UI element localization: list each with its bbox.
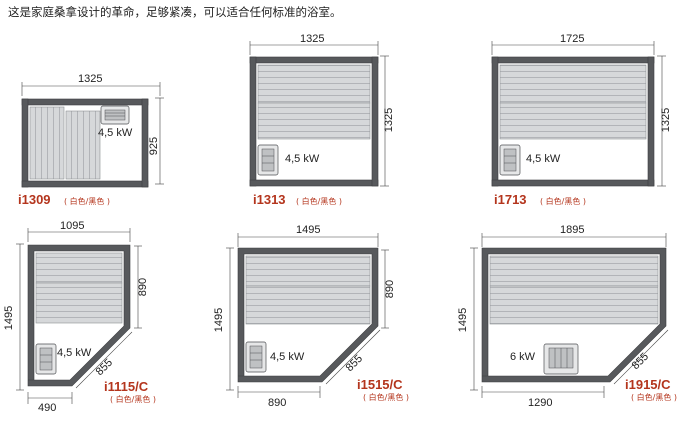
heater-icon (245, 341, 267, 373)
dim-right-i1115c: 890 (134, 245, 149, 329)
bench (65, 110, 101, 180)
depth-label-i1515c: 1495 (213, 308, 225, 332)
dim-width-i1915c: 1895 (481, 224, 667, 247)
depth-label-i1115c: 1495 (3, 306, 15, 330)
plan-i1115c: 1095 1495 890 490 855 (3, 220, 156, 414)
power-label-i1309: 4,5 kW (98, 127, 133, 139)
wall (21, 180, 149, 188)
dim-width-i1713: 1725 (491, 33, 655, 55)
dim-depth-i1313: 1325 (380, 55, 395, 187)
wall (249, 56, 257, 187)
width-label-i1713: 1725 (560, 33, 584, 45)
wall (491, 56, 655, 64)
bench (489, 285, 659, 325)
color-note-i1713: ( 白色/黑色 ) (540, 196, 586, 206)
dim-depth-i1309: 925 (148, 97, 164, 185)
bench (35, 252, 123, 284)
width-label-i1309: 1325 (78, 73, 102, 85)
dim-depth-i1515c: 1495 (213, 247, 234, 391)
bench (257, 64, 371, 104)
wall (647, 56, 655, 187)
wall (249, 56, 379, 64)
model-name-i1713: i1713 (494, 192, 527, 207)
plan-i1309: 1325 925 4,5 kW i1309 ( 白色/黑色 ) (18, 73, 164, 207)
color-note-i1115c: ( 白色/黑色 ) (110, 394, 156, 404)
power-label-i1515c: 4,5 kW (270, 351, 305, 363)
bench (29, 106, 65, 180)
plan-i1713: 1725 1325 4,5 kW i1713 ( 白色/黑色 ) (491, 33, 672, 207)
width-label-i1915c: 1895 (560, 224, 584, 236)
dim-bottom-i1915c: 1290 (481, 386, 605, 409)
power-label-i1915c: 6 kW (510, 351, 536, 363)
plan-i1313: 1325 1325 4,5 kW i1313 ( 白色/黑色 ) (249, 33, 395, 207)
dim-right-i1515c: 890 (381, 249, 396, 329)
bench (245, 255, 371, 287)
color-note-i1915c: ( 白色/黑色 ) (631, 392, 677, 402)
bench (499, 64, 647, 104)
heater-icon (543, 343, 579, 375)
right-label-i1515c: 890 (384, 280, 396, 298)
dim-width-i1515c: 1495 (237, 224, 379, 247)
dim-depth-i1915c: 1495 (457, 247, 478, 391)
color-note-i1313: ( 白色/黑色 ) (296, 196, 342, 206)
dim-bottom-i1115c: 490 (27, 392, 73, 414)
wall (237, 247, 379, 383)
color-note-i1309: ( 白色/黑色 ) (64, 196, 110, 206)
plan-i1515c: 1495 1495 890 890 855 (213, 224, 409, 409)
model-name-i1915c: i1915/C (625, 377, 671, 392)
depth-label-i1915c: 1495 (457, 308, 469, 332)
width-label-i1313: 1325 (300, 33, 324, 45)
power-label-i1115c: 4,5 kW (57, 347, 92, 359)
dim-width-i1313: 1325 (249, 33, 379, 55)
bench (257, 102, 371, 140)
right-label-i1115c: 890 (137, 278, 149, 296)
wall (249, 179, 379, 187)
color-note-i1515c: ( 白色/黑色 ) (363, 392, 409, 402)
wall (491, 56, 499, 187)
wall (481, 247, 667, 383)
width-label-i1115c: 1095 (60, 220, 84, 232)
heater-icon (499, 144, 521, 176)
model-name-i1115c: i1115/C (104, 379, 149, 394)
bottom-label-i1915c: 1290 (528, 397, 552, 409)
plan-i1915c: 1895 1495 1290 855 6 kW i1915/C ( 白色/黑色 (457, 224, 677, 409)
bottom-label-i1515c: 890 (268, 397, 286, 409)
bench (35, 282, 123, 324)
dim-depth-i1115c: 1495 (3, 243, 24, 391)
wall (27, 244, 131, 387)
wall (371, 56, 379, 187)
heater-icon (257, 144, 279, 176)
dim-depth-i1713: 1325 (657, 55, 672, 187)
heater-icon (100, 105, 130, 125)
bench (245, 285, 371, 325)
power-label-i1713: 4,5 kW (526, 153, 561, 165)
bottom-label-i1115c: 490 (38, 402, 56, 414)
dim-width-i1115c: 1095 (27, 220, 131, 242)
model-name-i1515c: i1515/C (357, 377, 403, 392)
dim-width-i1309: 1325 (21, 73, 161, 96)
bench (489, 255, 659, 287)
depth-label-i1713: 1325 (660, 108, 672, 132)
wall (21, 98, 149, 106)
depth-label-i1309: 925 (148, 137, 160, 155)
model-name-i1313: i1313 (253, 192, 286, 207)
wall (491, 179, 655, 187)
model-name-i1309: i1309 (18, 192, 51, 207)
intro-text: 这是家庭桑拿设计的革命，足够紧凑，可以适合任何标准的浴室。 (8, 5, 342, 19)
power-label-i1313: 4,5 kW (285, 153, 320, 165)
depth-label-i1313: 1325 (383, 108, 395, 132)
bench (499, 102, 647, 140)
width-label-i1515c: 1495 (296, 224, 320, 236)
heater-icon (35, 343, 57, 375)
wall (141, 98, 149, 188)
wall (21, 98, 29, 188)
dim-bottom-i1515c: 890 (237, 386, 321, 409)
